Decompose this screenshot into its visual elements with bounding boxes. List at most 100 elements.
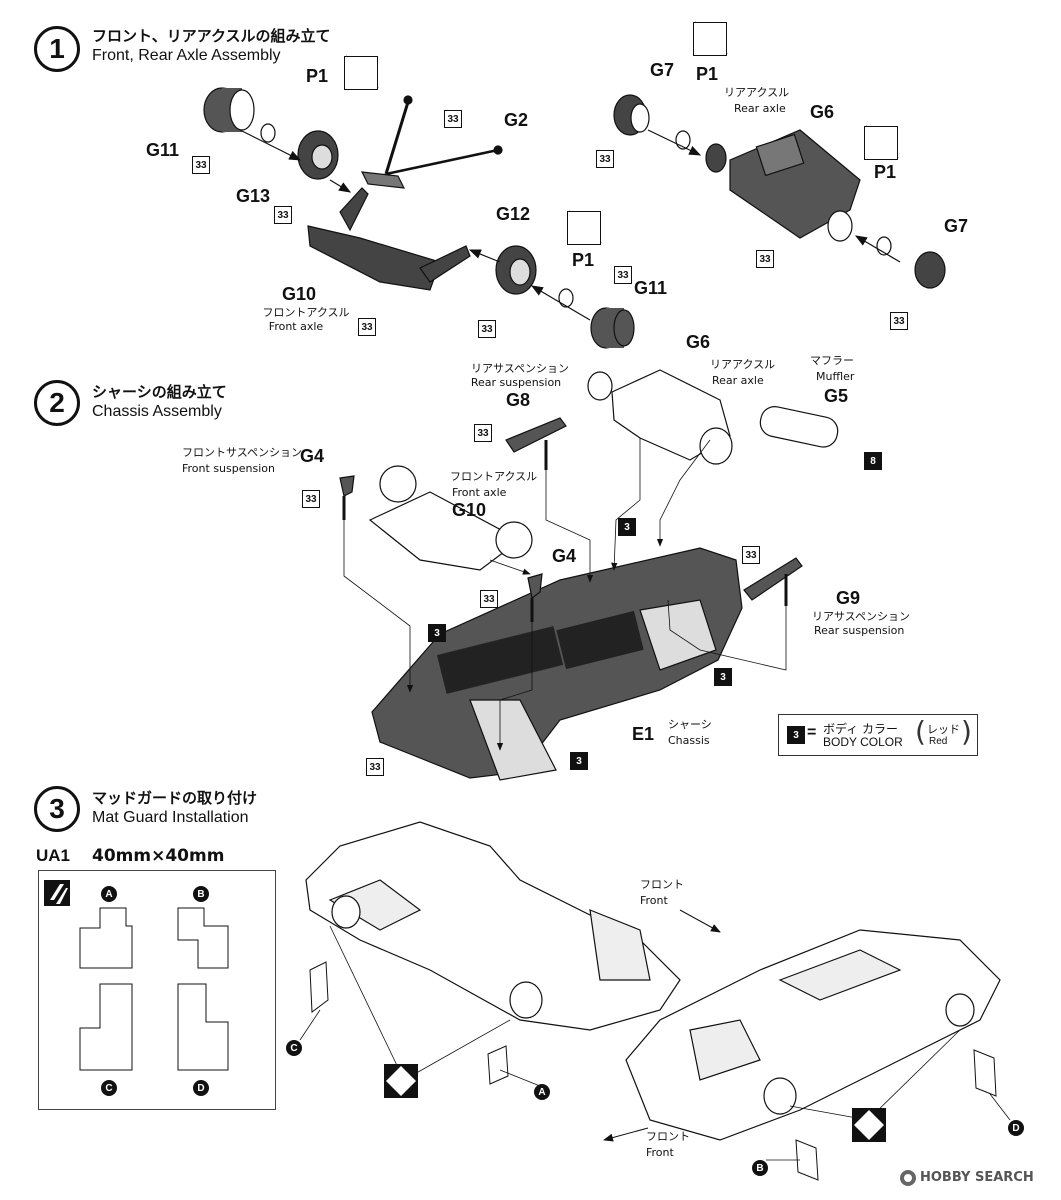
chassis-label-jp: シャーシ [668,718,712,731]
step-2-number: 2 [34,380,80,426]
front-label-en-2: Front [646,1146,674,1159]
placement-letter-a: A [534,1084,550,1100]
decal-sheet-logo [44,880,70,906]
decal-leader-lines [299,925,1011,1161]
legend-paren-close: ) [961,715,972,748]
placed-decals [309,961,997,1181]
muffler-label-jp: マフラー [810,354,854,367]
front-susp-label-jp: フロントサスペンション [182,446,303,459]
paint-code-33: 33 [274,206,292,224]
legend-paren-open: ( [915,715,926,748]
decal-sheet-id: UA1 [36,846,71,865]
front-axle-assembly [203,87,635,349]
part-label-g10: G10 [282,284,317,304]
rear-axle-label-en-2: Rear axle [712,374,764,387]
paint-code-33: 33 [366,758,384,776]
paint-code-33: 33 [742,546,760,564]
paint-code-33: 33 [890,312,908,330]
rear-susp-label-en: Rear suspension [470,376,562,389]
watermark-icon [900,1170,916,1186]
front-axle-label-en: Front axle [268,320,324,333]
part-label-g10-b: G10 [452,500,487,520]
step-1-title-jp: フロント、リアアクスルの組み立て [92,27,331,45]
step-2-title-jp: シャーシの組み立て [92,383,227,401]
legend-paint-code: 3 [787,726,805,744]
paint-code-33: 33 [478,320,496,338]
part-label-p1-c: P1 [696,64,719,84]
decal-sheet-shapes [79,907,229,1071]
paint-code-8: 8 [864,452,882,470]
step-1-title-en: Front, Rear Axle Assembly [92,47,281,64]
paint-code-3: 3 [714,668,732,686]
front-axle-label-jp-2: フロントアクスル [450,470,538,483]
no-paint-icon [344,56,378,90]
front-label-jp: フロント [640,878,684,891]
legend-equals: = [807,724,817,741]
part-label-e1: E1 [632,724,655,744]
part-label-g7-b: G7 [944,216,969,236]
no-paint-icon-4 [567,211,601,245]
step-1-number: 1 [34,26,80,72]
paint-code-33: 33 [192,156,210,174]
paint-code-3: 3 [618,518,636,536]
rear-axle-label-jp: リアアクスル [724,86,790,99]
chassis-parts [339,369,839,751]
part-label-g5: G5 [824,386,849,406]
placement-letter-d: D [1008,1120,1024,1136]
front-axle-label-en-2: Front axle [452,486,507,499]
legend-paren-jp: レッド [927,723,960,736]
part-label-p1-d: P1 [874,162,897,182]
paint-code-3: 3 [428,624,446,642]
watermark: HOBBY SEARCH [920,1170,1034,1185]
legend-jp: ボディ カラー [823,722,898,736]
color-legend: 3 = ボディ カラー BODY COLOR ( レッド Red ) [778,714,978,756]
placement-markers [384,1064,886,1142]
rear-susp-label-en-2: Rear suspension [814,624,905,637]
rear-susp-label-jp-2: リアサスペンション [812,610,911,623]
step-2-title-en: Chassis Assembly [92,403,222,420]
paint-code-33: 33 [614,266,632,284]
part-label-g13: G13 [236,186,271,206]
mudguard-chassis-left [305,821,681,1031]
part-label-g7: G7 [650,60,675,80]
part-label-g12: G12 [496,204,531,224]
decal-letter-b: B [193,886,209,902]
decal-letter-a: A [101,886,117,902]
part-label-g4: G4 [300,446,325,466]
part-label-g11: G11 [146,140,180,160]
part-label-g9: G9 [836,588,861,608]
step-3-title-jp: マッドガードの取り付け [92,789,258,807]
paint-code-33: 33 [474,424,492,442]
front-label-en: Front [640,894,668,907]
rear-axle-label-jp-2: リアアクスル [710,358,776,371]
front-axle-label-jp: フロントアクスル [262,306,350,319]
part-label-g4-b: G4 [552,546,577,566]
rear-axle-label-en: Rear axle [734,102,786,115]
part-label-p1-b: P1 [572,250,595,270]
paint-code-33: 33 [596,150,614,168]
front-susp-label-en: Front suspension [182,462,275,475]
step-3-number: 3 [34,786,80,832]
decal-letter-c: C [101,1080,117,1096]
placement-letter-c: C [286,1040,302,1056]
front-label-jp-2: フロント [646,1130,690,1143]
decal-letter-d: D [193,1080,209,1096]
legend-en: BODY COLOR [823,735,903,749]
rear-susp-label-jp: リアサスペンション [470,362,569,375]
decal-sheet-size: 40mm×40mm [92,846,225,866]
part-label-g11-b: G11 [634,278,668,298]
part-label-p1: P1 [306,66,329,86]
muffler-label-en: Muffler [816,370,855,383]
rear-axle-assembly [613,94,946,289]
legend-paren-en: Red [929,736,948,747]
chassis-body [371,547,743,781]
paint-code-33: 33 [358,318,376,336]
decal-sheet [38,870,276,1110]
no-paint-icon-2 [693,22,727,56]
part-label-g6-b: G6 [686,332,711,352]
paint-code-33: 33 [480,590,498,608]
part-label-g2: G2 [504,110,529,130]
chassis-label-en: Chassis [668,734,710,747]
no-paint-icon-3 [864,126,898,160]
